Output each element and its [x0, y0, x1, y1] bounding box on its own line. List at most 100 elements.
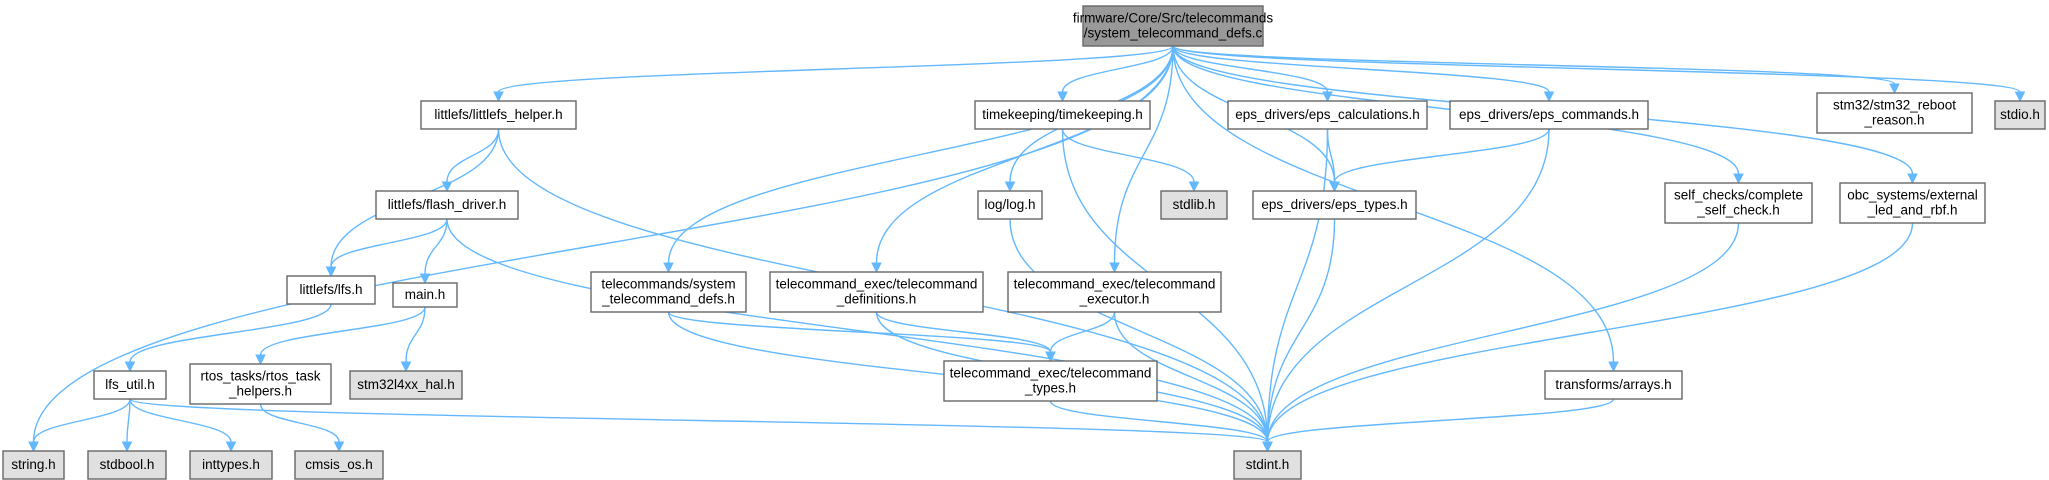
- node-label-root-line-1: /system_telecommand_defs.c: [1084, 26, 1263, 41]
- node-label-reboot-line-1: _reason.h: [1863, 113, 1924, 128]
- node-label-tc_executor-line-1: _executor.h: [1079, 292, 1150, 307]
- node-rtos_helpers[interactable]: rtos_tasks/rtos_task_helpers.h: [189, 363, 332, 405]
- node-label-reboot-line-0: stm32/stm32_reboot: [1833, 98, 1956, 113]
- node-label-rtos_helpers-line-1: _helpers.h: [228, 384, 292, 399]
- arrowhead-root-to-timekeeping: [1057, 91, 1068, 103]
- edge-rtos_helpers-to-cmsis: [259, 403, 340, 443]
- edge-root-to-littlefs_helper: [497, 45, 1174, 93]
- node-label-arrays-line-0: transforms/arrays.h: [1555, 377, 1671, 392]
- node-box-timekeeping: [974, 100, 1151, 130]
- node-stdlib: stdlib.h: [1160, 190, 1228, 220]
- node-eps_calc[interactable]: eps_drivers/eps_calculations.h: [1227, 100, 1428, 130]
- edge-tc_executor-to-tc_types: [1049, 311, 1116, 353]
- node-box-stdint: [1233, 450, 1302, 480]
- edge-root-to-stdio: [1172, 45, 2021, 93]
- arrowhead-root-to-tc_definitions: [871, 262, 882, 274]
- node-cmsis: cmsis_os.h: [294, 450, 384, 480]
- node-tc_executor[interactable]: telecommand_exec/telecommand_executor.h: [1007, 271, 1222, 313]
- edge-sys_tc_defs-to-tc_types: [667, 311, 1052, 353]
- node-box-eps_cmds: [1449, 100, 1649, 130]
- node-eps_types[interactable]: eps_drivers/eps_types.h: [1252, 190, 1417, 220]
- node-label-flash_driver-line-0: littlefs/flash_driver.h: [388, 197, 507, 212]
- edge-tc_executor-to-stdint: [1113, 311, 1269, 443]
- node-label-ext_led-line-0: obc_systems/external: [1847, 188, 1978, 203]
- node-lfs[interactable]: littlefs/lfs.h: [286, 275, 376, 305]
- node-label-stdlib-line-0: stdlib.h: [1173, 197, 1216, 212]
- node-label-lfs_util-line-0: lfs_util.h: [105, 377, 155, 392]
- node-label-stm32hal-line-0: stm32l4xx_hal.h: [357, 377, 455, 392]
- node-label-sys_tc_defs-line-0: telecommands/system: [601, 277, 735, 292]
- arrowhead-ext_led-to-stdint: [1262, 441, 1273, 453]
- node-label-eps_types-line-0: eps_drivers/eps_types.h: [1261, 197, 1407, 212]
- arrowhead-root-to-ext_led: [1907, 173, 1918, 185]
- node-label-lfs-line-0: littlefs/lfs.h: [299, 282, 362, 297]
- node-tc_types[interactable]: telecommand_exec/telecommand_types.h: [943, 360, 1158, 402]
- node-eps_cmds[interactable]: eps_drivers/eps_commands.h: [1449, 100, 1649, 130]
- node-reboot[interactable]: stm32/stm32_reboot_reason.h: [1816, 92, 1973, 134]
- node-box-eps_calc: [1227, 100, 1428, 130]
- node-root[interactable]: firmware/Core/Src/telecommands/system_te…: [1073, 5, 1274, 47]
- node-stdio: stdio.h: [1994, 100, 2046, 130]
- node-box-reboot: [1816, 92, 1973, 134]
- node-label-cmsis-line-0: cmsis_os.h: [305, 457, 373, 472]
- node-box-tc_definitions: [769, 271, 984, 313]
- node-box-string: [2, 450, 65, 480]
- edge-lfs_util-to-inttypes: [129, 398, 232, 443]
- edge-eps_cmds-to-eps_types: [1333, 128, 1550, 183]
- arrowhead-main-to-rtos_helpers: [255, 354, 266, 366]
- edge-flash_driver-to-main: [424, 218, 448, 275]
- node-label-tc_definitions-line-1: _definitions.h: [836, 292, 917, 307]
- node-label-inttypes-line-0: inttypes.h: [202, 457, 260, 472]
- edge-lfs_util-to-string: [32, 398, 131, 443]
- arrowhead-root-to-self_check: [1733, 173, 1744, 185]
- node-label-self_check-line-0: self_checks/complete: [1674, 188, 1803, 203]
- node-label-tc_definitions-line-0: telecommand_exec/telecommand: [776, 277, 978, 292]
- node-label-eps_calc-line-0: eps_drivers/eps_calculations.h: [1235, 107, 1420, 122]
- node-self_check[interactable]: self_checks/complete_self_check.h: [1664, 182, 1813, 224]
- edge-tc_definitions-to-tc_types: [875, 311, 1052, 353]
- node-main[interactable]: main.h: [392, 282, 458, 308]
- node-label-ext_led-line-1: _led_and_rbf.h: [1866, 203, 1957, 218]
- arrowhead-root-to-log: [1004, 181, 1016, 193]
- arrowhead-lfs_util-to-stdbool: [121, 441, 133, 453]
- arrowhead-root-to-eps_calc: [1322, 91, 1333, 103]
- node-box-cmsis: [294, 450, 384, 480]
- node-box-tc_executor: [1007, 271, 1222, 313]
- node-ext_led[interactable]: obc_systems/external_led_and_rbf.h: [1839, 182, 1986, 224]
- node-label-root-line-0: firmware/Core/Src/telecommands: [1073, 11, 1274, 26]
- edge-arrays-to-stdint: [1266, 398, 1615, 443]
- edge-root-to-timekeeping: [1061, 45, 1174, 93]
- node-box-log: [977, 190, 1043, 220]
- node-tc_definitions[interactable]: telecommand_exec/telecommand_definitions…: [769, 271, 984, 313]
- node-box-rtos_helpers: [189, 363, 332, 405]
- node-box-arrays: [1544, 370, 1683, 400]
- node-log[interactable]: log/log.h: [977, 190, 1043, 220]
- edge-eps_types-to-stdint: [1266, 218, 1336, 443]
- node-box-stdio: [1994, 100, 2046, 130]
- node-flash_driver[interactable]: littlefs/flash_driver.h: [375, 190, 519, 220]
- node-littlefs_helper[interactable]: littlefs/littlefs_helper.h: [420, 100, 577, 130]
- node-label-tc_types-line-1: _types.h: [1024, 381, 1076, 396]
- edge-root-to-sys_tc_defs: [667, 45, 1174, 264]
- node-box-root: [1082, 5, 1264, 47]
- arrowhead-main-to-stm32hal: [400, 361, 412, 373]
- arrowhead-root-to-arrays: [1608, 361, 1619, 373]
- node-box-inttypes: [189, 450, 273, 480]
- edge-flash_driver-to-lfs: [330, 218, 448, 268]
- node-label-timekeeping-line-0: timekeeping/timekeeping.h: [982, 107, 1143, 122]
- node-sys_tc_defs[interactable]: telecommands/system_telecommand_defs.h: [590, 271, 747, 313]
- node-box-lfs: [286, 275, 376, 305]
- node-arrays[interactable]: transforms/arrays.h: [1544, 370, 1683, 400]
- nodes-layer: firmware/Core/Src/telecommands/system_te…: [2, 5, 2046, 480]
- node-timekeeping[interactable]: timekeeping/timekeeping.h: [974, 100, 1151, 130]
- arrowhead-flash_driver-to-main: [419, 273, 431, 285]
- arrowhead-eps_cmds-to-eps_types: [1329, 181, 1340, 193]
- edge-tc_types-to-stdint: [1049, 400, 1269, 443]
- arrowhead-lfs-to-lfs_util: [124, 361, 136, 373]
- node-box-stm32hal: [349, 370, 463, 400]
- node-inttypes: inttypes.h: [189, 450, 273, 480]
- node-string: string.h: [2, 450, 65, 480]
- node-stdbool: stdbool.h: [87, 450, 167, 480]
- node-label-self_check-line-1: _self_check.h: [1696, 203, 1780, 218]
- node-lfs_util[interactable]: lfs_util.h: [93, 370, 167, 400]
